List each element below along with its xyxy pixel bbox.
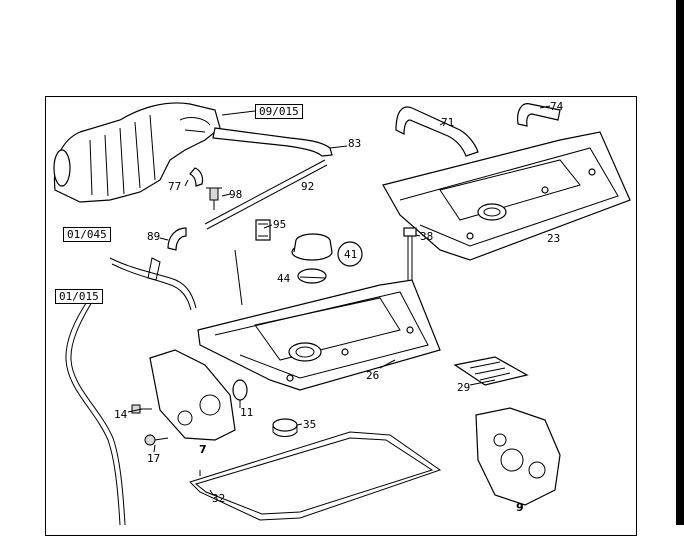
ring-11 xyxy=(232,379,248,401)
callout-9: 9 xyxy=(516,501,524,514)
gasket-9 xyxy=(475,407,561,506)
bolt-38 xyxy=(403,227,417,282)
ref-box-09-015[interactable]: 09/015 xyxy=(255,104,303,119)
callout-77: 77 xyxy=(168,180,181,193)
callout-26: 26 xyxy=(366,369,379,382)
callout-41: 41 xyxy=(344,248,357,261)
callout-95: 95 xyxy=(273,218,286,231)
gasket-7 xyxy=(149,349,236,441)
clip-95 xyxy=(255,219,271,241)
callout-14: 14 xyxy=(114,408,128,421)
ref-box-01-015[interactable]: 01/015 xyxy=(55,289,103,304)
callout-71: 71 xyxy=(441,116,454,129)
callout-7: 7 xyxy=(199,443,207,456)
leader-lines xyxy=(127,105,551,496)
valve-cover-26 xyxy=(197,279,441,391)
elbow-77 xyxy=(189,167,204,187)
callout-74: 74 xyxy=(550,100,564,113)
elbow-89 xyxy=(167,227,187,251)
callout-35: 35 xyxy=(303,418,316,431)
valve-cover-23 xyxy=(382,131,631,261)
breather-hose-upper xyxy=(109,257,197,311)
oil-cap-41 xyxy=(291,233,363,267)
callout-92: 92 xyxy=(301,180,314,193)
callout-11: 11 xyxy=(240,406,253,419)
breather-hose-long xyxy=(65,299,126,525)
bolt-17 xyxy=(144,434,169,446)
seal-44 xyxy=(297,268,327,284)
hose-74 xyxy=(517,103,561,127)
callout-32: 32 xyxy=(212,492,225,505)
hose-92 xyxy=(204,159,328,230)
callout-98: 98 xyxy=(229,188,242,201)
callout-89: 89 xyxy=(147,230,160,243)
grommet-35 xyxy=(272,418,298,437)
callout-29: 29 xyxy=(457,381,470,394)
bolt-98 xyxy=(206,187,222,210)
hose-83 xyxy=(212,127,333,157)
callout-38: 38 xyxy=(420,230,433,243)
hose-71 xyxy=(395,106,479,157)
callout-83: 83 xyxy=(348,137,361,150)
label-sheet-29 xyxy=(453,356,529,386)
callout-44: 44 xyxy=(277,272,291,285)
ref-box-01-045[interactable]: 01/045 xyxy=(63,227,111,242)
exploded-parts-diagram: 83 71 74 77 98 92 95 89 38 23 41 44 26 2… xyxy=(53,100,631,525)
gasket-32 xyxy=(189,431,442,521)
window-edge-bar xyxy=(676,0,684,525)
callout-17: 17 xyxy=(147,452,160,465)
callout-23: 23 xyxy=(547,232,560,245)
intake-housing xyxy=(53,102,221,203)
